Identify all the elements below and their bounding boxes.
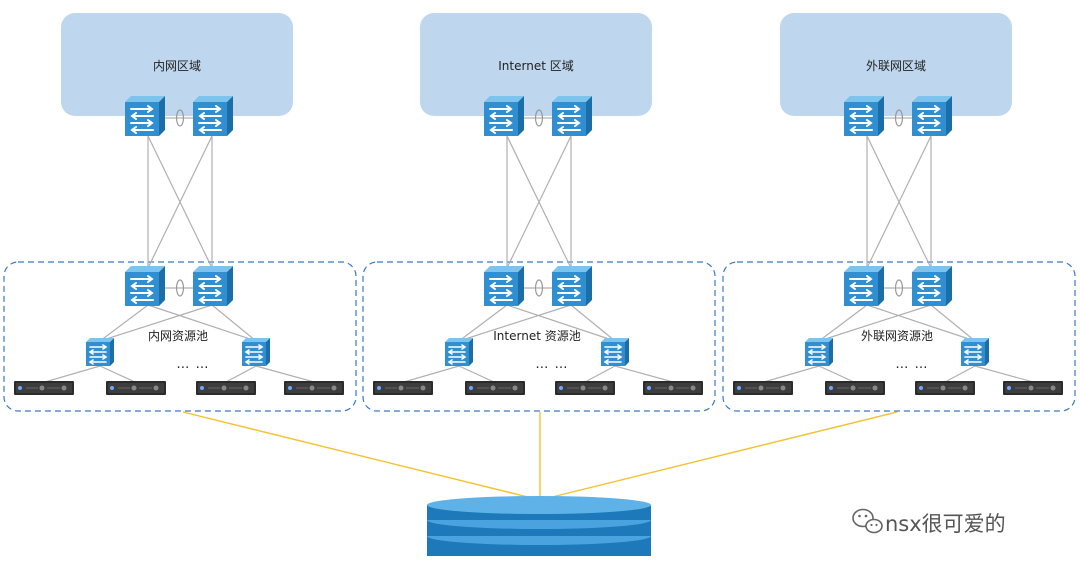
downlink bbox=[458, 304, 572, 342]
server-link bbox=[255, 365, 315, 383]
server-rack-icon bbox=[283, 380, 345, 396]
server-link bbox=[584, 365, 616, 383]
server-rack-icon bbox=[464, 380, 526, 396]
link-aggregation-icon bbox=[894, 109, 904, 127]
switch-icon bbox=[843, 265, 885, 307]
downlink bbox=[147, 304, 257, 342]
downlink bbox=[506, 304, 616, 342]
server-rack-icon bbox=[732, 380, 794, 396]
downlink bbox=[211, 304, 257, 342]
switch-icon bbox=[124, 265, 166, 307]
link-aggregation-icon bbox=[175, 109, 185, 127]
switch-icon bbox=[843, 95, 885, 137]
server-rack-icon bbox=[1002, 380, 1064, 396]
watermark: nsx很可爱的 bbox=[852, 508, 1006, 536]
switch-icon bbox=[483, 95, 525, 137]
downlink bbox=[866, 304, 976, 342]
switch-icon bbox=[444, 337, 474, 367]
switch-icon bbox=[804, 337, 834, 367]
downlink bbox=[818, 304, 932, 342]
downlink bbox=[458, 304, 508, 342]
switch-icon bbox=[483, 265, 525, 307]
server-link bbox=[44, 365, 101, 383]
zone-title: Internet 区域 bbox=[498, 59, 573, 73]
downlink bbox=[818, 304, 868, 342]
server-link bbox=[614, 365, 674, 383]
server-rack-icon bbox=[105, 380, 167, 396]
server-link bbox=[974, 365, 1034, 383]
link-aggregation-icon bbox=[534, 109, 544, 127]
zone-title: 内网区域 bbox=[153, 59, 201, 73]
switch-icon bbox=[600, 337, 630, 367]
ellipsis-indicator: … … bbox=[176, 357, 209, 372]
server-rack-icon bbox=[554, 380, 616, 396]
watermark-text: nsx很可爱的 bbox=[885, 512, 1006, 536]
switch-icon bbox=[960, 337, 990, 367]
server-rack-icon bbox=[13, 380, 75, 396]
ellipsis-indicator: … … bbox=[895, 357, 928, 372]
switch-icon bbox=[192, 95, 234, 137]
link-aggregation-icon bbox=[894, 279, 904, 297]
switch-icon bbox=[85, 337, 115, 367]
server-rack-icon bbox=[372, 380, 434, 396]
server-rack-icon bbox=[195, 380, 257, 396]
server-rack-icon bbox=[642, 380, 704, 396]
storage-link-intranet bbox=[182, 411, 541, 501]
resource-pool-label: Internet 资源池 bbox=[493, 329, 580, 343]
zone-area bbox=[780, 13, 1012, 116]
storage-links bbox=[182, 411, 898, 501]
server-link bbox=[99, 365, 136, 383]
resource-pool-boundary bbox=[722, 261, 1076, 412]
switch-icon bbox=[124, 95, 166, 137]
switch-icon bbox=[911, 265, 953, 307]
server-link bbox=[458, 365, 495, 383]
zone-title: 外联网区域 bbox=[866, 59, 926, 73]
resource-pool-boundary bbox=[362, 261, 716, 412]
wechat-icon bbox=[852, 508, 883, 534]
server-link bbox=[944, 365, 976, 383]
downlink bbox=[930, 304, 976, 342]
storage-disk-stack-icon bbox=[427, 496, 651, 556]
link-aggregation-icon bbox=[534, 279, 544, 297]
downlink bbox=[99, 304, 213, 342]
link-aggregation-icon bbox=[175, 279, 185, 297]
server-rack-icon bbox=[824, 380, 886, 396]
storage-link-extranet bbox=[539, 411, 898, 501]
switch-icon bbox=[911, 95, 953, 137]
zone-area bbox=[61, 13, 293, 116]
resource-pool-label: 内网资源池 bbox=[148, 329, 208, 343]
resource-pool-boundary bbox=[3, 261, 357, 412]
zone-group: Internet 区域 Internet 资源池 … … bbox=[362, 13, 716, 412]
switch-icon bbox=[192, 265, 234, 307]
uplink bbox=[866, 135, 932, 269]
resource-pool-label: 外联网资源池 bbox=[861, 329, 933, 343]
downlink bbox=[570, 304, 616, 342]
switch-icon bbox=[551, 95, 593, 137]
server-link bbox=[763, 365, 820, 383]
server-link bbox=[818, 365, 855, 383]
uplink bbox=[147, 135, 213, 269]
switch-icon bbox=[551, 265, 593, 307]
server-link bbox=[403, 365, 460, 383]
ellipsis-indicator: … … bbox=[535, 357, 568, 372]
server-rack-icon bbox=[914, 380, 976, 396]
server-link bbox=[225, 365, 257, 383]
switch-icon bbox=[241, 337, 271, 367]
zone-area bbox=[420, 13, 652, 116]
uplink bbox=[506, 135, 572, 269]
downlink bbox=[99, 304, 149, 342]
